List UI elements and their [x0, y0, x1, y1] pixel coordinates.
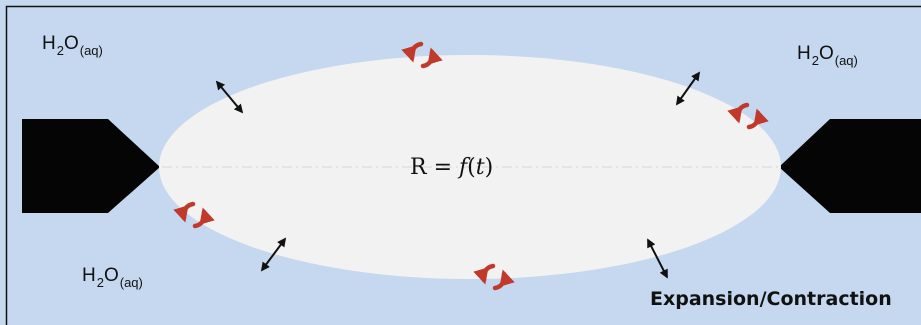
expansion-contraction-caption: Expansion/Contraction	[650, 288, 892, 310]
water-label-bottom-left: H2O(aq)	[82, 265, 143, 290]
radius-formula: R = f(t)	[410, 155, 494, 180]
water-label-top-right: H2O(aq)	[797, 43, 858, 68]
right-electrode	[779, 119, 921, 213]
left-electrode	[22, 119, 160, 213]
double-arrow-bottom-right	[647, 238, 668, 279]
water-label-top-left: H2O(aq)	[42, 33, 103, 58]
double-arrow-top-right	[675, 71, 701, 106]
frame-border	[5, 5, 921, 325]
double-arrow-bottom-left	[260, 237, 287, 272]
double-arrow-top-left	[215, 80, 244, 114]
